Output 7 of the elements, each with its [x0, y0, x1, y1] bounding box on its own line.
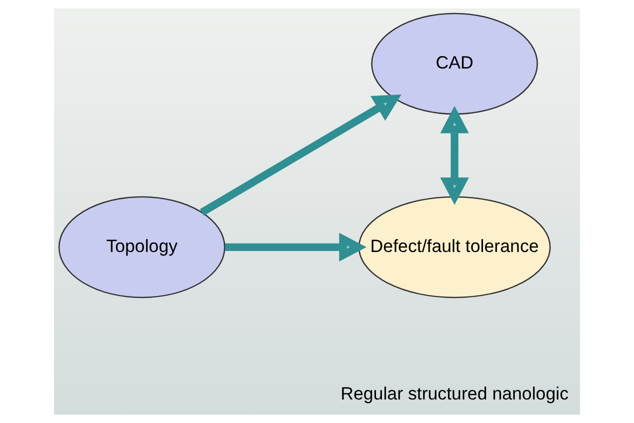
arrow — [440, 106, 469, 205]
node-ellipse: Defect/fault tolerance — [358, 196, 551, 298]
arrow — [200, 94, 402, 216]
arrow — [225, 232, 366, 262]
node-ellipse: CAD — [371, 12, 538, 115]
node-ellipse: Topology — [58, 196, 226, 298]
label: Regular structured nanologic — [340, 384, 569, 404]
